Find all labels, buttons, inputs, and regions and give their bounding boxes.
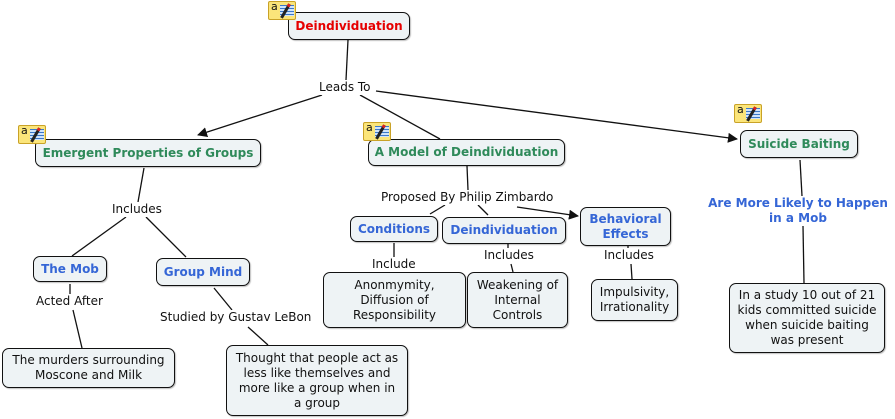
linking-phrase-proposed-by[interactable]: Proposed By Philip Zimbardo <box>379 190 556 205</box>
concept-deindividuation-root[interactable]: Deindividuation <box>288 12 410 40</box>
concept-study[interactable]: In a study 10 out of 21 kids committed s… <box>729 283 885 353</box>
linking-phrase-includes-emergent[interactable]: Includes <box>110 202 164 217</box>
linking-phrase-leads-to[interactable]: Leads To <box>317 80 373 95</box>
linking-phrase-studied-by[interactable]: Studied by Gustav LeBon <box>158 310 314 325</box>
concept-emergent-properties[interactable]: Emergent Properties of Groups <box>35 139 261 167</box>
connector-leadsto-emergent <box>197 94 323 137</box>
connector-groupmind-studied <box>213 287 233 311</box>
connector-suicide-morelikely <box>799 159 803 197</box>
connector-actedafter-murders <box>72 309 83 349</box>
connector-root-leadsto <box>345 39 349 81</box>
connector-leadsto-model <box>359 94 441 140</box>
concept-behavioral-effects[interactable]: Behavioral Effects <box>580 207 671 246</box>
concept-suicide-baiting[interactable]: Suicide Baiting <box>740 130 858 158</box>
concept-impulsivity[interactable]: Impulsivity, Irrationality <box>591 279 678 321</box>
connector-includes-mob <box>71 216 127 257</box>
linking-phrase-includes-behavioral[interactable]: Includes <box>602 248 656 263</box>
annotation-note-icon[interactable]: a <box>363 121 391 141</box>
connector-includes-weakening <box>510 263 514 273</box>
connector-includes-impulsivity <box>630 263 633 280</box>
connector-studied-thought <box>247 326 269 346</box>
connector-proposed-deind2 <box>477 204 489 216</box>
concept-deindividuation-sub[interactable]: Deindividuation <box>442 217 566 244</box>
concept-anonymity[interactable]: Anonmymity, Diffusion of Responsibility <box>323 272 466 328</box>
concept-conditions[interactable]: Conditions <box>350 216 438 242</box>
connector-morelikely-study <box>802 225 805 284</box>
connector-includes-groupmind <box>145 216 187 258</box>
concept-the-mob[interactable]: The Mob <box>33 256 107 282</box>
annotation-note-icon[interactable]: a <box>268 0 296 20</box>
linking-phrase-more-likely[interactable]: Are More Likely to Happen in a Mob <box>706 196 890 226</box>
concept-group-mind[interactable]: Group Mind <box>156 258 250 286</box>
annotation-note-icon[interactable]: a <box>18 124 46 144</box>
concept-model-of-deindividuation[interactable]: A Model of Deindividuation <box>368 139 565 166</box>
linking-phrase-includes-deind[interactable]: Includes <box>482 248 536 263</box>
connector-leadsto-suicide <box>375 90 738 143</box>
connector-proposed-behavioral <box>516 206 579 220</box>
annotation-note-icon[interactable]: a <box>734 103 762 123</box>
connector-model-proposed <box>466 165 469 191</box>
concept-thought[interactable]: Thought that people act as less like the… <box>226 345 408 416</box>
connector-proposed-conditions <box>429 204 446 215</box>
linking-phrase-include-conditions[interactable]: Include <box>370 257 418 272</box>
concept-murders[interactable]: The murders surrounding Moscone and Milk <box>2 348 175 388</box>
connector-emergent-includes <box>137 167 145 203</box>
linking-phrase-acted-after[interactable]: Acted After <box>34 294 105 309</box>
concept-weakening[interactable]: Weakening of Internal Controls <box>467 272 568 328</box>
